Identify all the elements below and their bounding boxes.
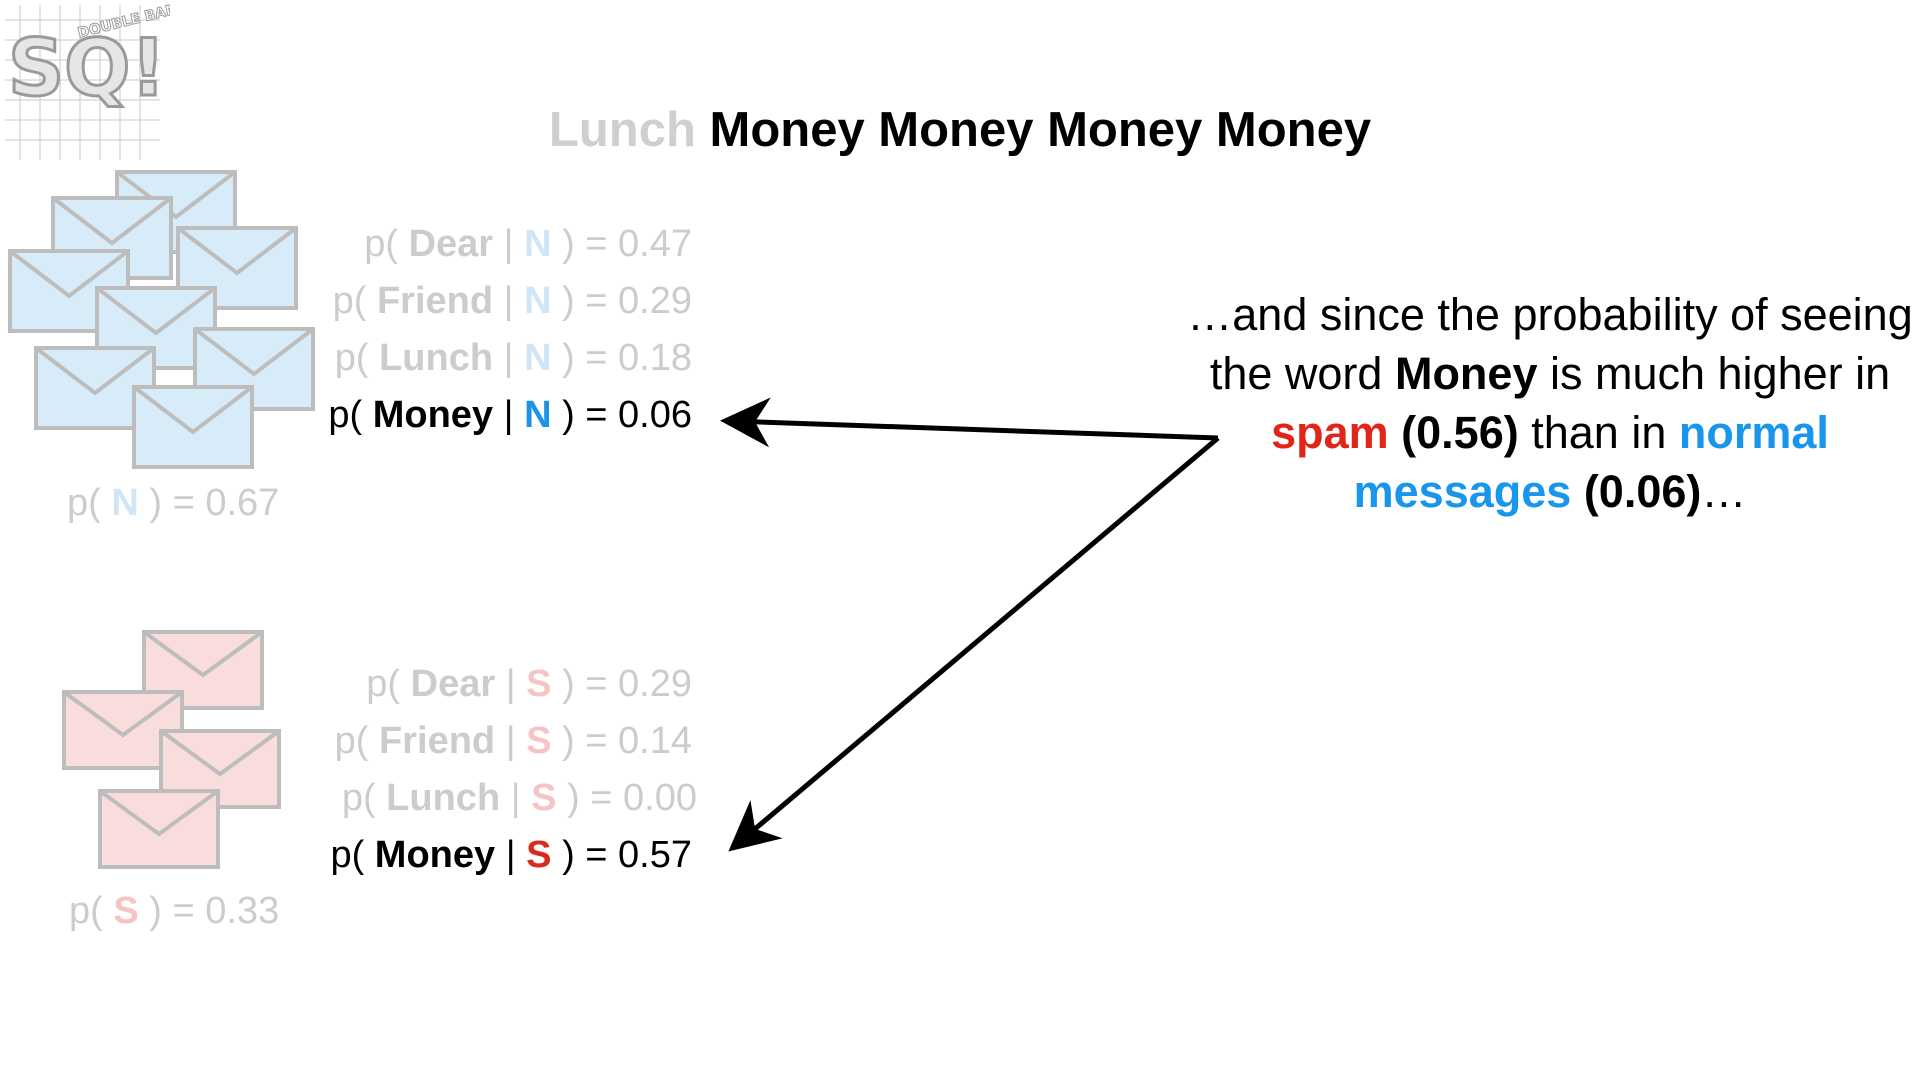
title-faded-word: Lunch <box>548 103 696 157</box>
normal-label: normal messages <box>1353 407 1829 517</box>
title-highlight-words: Money Money Money Money <box>709 103 1372 157</box>
explanation-text: …and since the probability of seeing the… <box>1187 289 1913 517</box>
envelope-icon <box>132 385 254 469</box>
likelihood-money-normal: p( Money | N ) = 0.06 <box>328 394 692 436</box>
likelihood-money-spam: p( Money | S ) = 0.57 <box>330 834 692 876</box>
logo-letters: SQ! <box>8 24 166 114</box>
likelihood-friend-spam: p( Friend | S ) = 0.14 <box>334 720 692 762</box>
likelihood-friend-normal: p( Friend | N ) = 0.29 <box>332 280 692 322</box>
likelihood-dear-spam: p( Dear | S ) = 0.29 <box>366 663 692 705</box>
normal-envelopes <box>8 170 315 469</box>
spam-label: spam <box>1271 407 1389 458</box>
arrow-icon <box>720 397 1219 448</box>
prior-normal: p( N ) = 0.67 <box>67 482 280 524</box>
likelihood-lunch-normal: p( Lunch | N ) = 0.18 <box>334 337 692 379</box>
statquest-logo-icon: SQ! DOUBLE BAM!!! <box>5 0 170 160</box>
likelihood-dear-normal: p( Dear | N ) = 0.47 <box>364 223 692 265</box>
likelihood-lunch-spam: p( Lunch | S ) = 0.00 <box>341 777 697 819</box>
spam-envelopes <box>62 630 281 869</box>
envelope-icon <box>98 789 220 869</box>
page-title: Lunch Money Money Money Money <box>0 100 1920 160</box>
prior-spam: p( S ) = 0.33 <box>69 890 280 932</box>
arrow-icon <box>728 436 1220 852</box>
